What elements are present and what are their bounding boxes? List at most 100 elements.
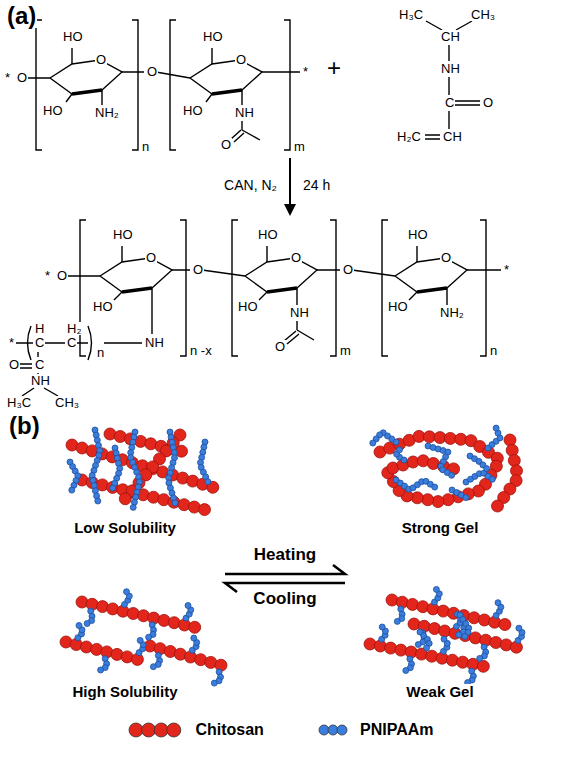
polymer-bead bbox=[458, 610, 470, 622]
atom-label: C bbox=[66, 336, 77, 349]
reaction-arrow bbox=[289, 158, 291, 212]
polymer-bead bbox=[477, 660, 489, 672]
polymer-bead bbox=[146, 634, 152, 640]
legend-text: Chitosan bbox=[195, 722, 263, 738]
polymer-bead bbox=[493, 425, 499, 431]
atom-label: C bbox=[34, 336, 45, 349]
atom-label: * bbox=[4, 71, 11, 84]
panel-letter: (b) bbox=[8, 414, 41, 438]
atom-label: HO bbox=[92, 300, 114, 313]
arrow-label: Cooling bbox=[252, 590, 317, 607]
atom-label: HO bbox=[112, 228, 134, 241]
atom-label: H₃C bbox=[398, 8, 424, 21]
polymer-bead bbox=[199, 504, 211, 516]
state-label: High Solubility bbox=[72, 684, 179, 699]
atom-label: CH₃ bbox=[470, 8, 496, 21]
atom-label: O bbox=[482, 96, 494, 109]
pyranose-ring bbox=[395, 258, 467, 292]
polymer-bead bbox=[457, 656, 469, 668]
heating-arrow bbox=[225, 565, 345, 574]
atom-label: O bbox=[440, 251, 452, 264]
bond bbox=[66, 270, 501, 276]
polymer-bead bbox=[446, 654, 458, 666]
polymer-bead bbox=[119, 493, 131, 505]
polymer-bead bbox=[484, 466, 490, 472]
atom-label: HO bbox=[62, 30, 84, 43]
polymer-bead bbox=[415, 642, 421, 648]
bond bbox=[66, 94, 212, 102]
polymer-bead bbox=[463, 495, 469, 501]
state-label: Low Solubility bbox=[73, 520, 177, 535]
condition-label: CAN, N₂ bbox=[223, 178, 278, 192]
atom-label: NH bbox=[440, 62, 461, 75]
polymer-bead bbox=[110, 485, 116, 491]
atom-label: O bbox=[146, 65, 158, 78]
polymer-bead bbox=[211, 680, 217, 686]
polymer-bead bbox=[424, 645, 430, 651]
atom-label: O bbox=[192, 263, 204, 276]
bond bbox=[284, 321, 314, 344]
atom-label: C bbox=[444, 96, 455, 109]
pyranose-ring bbox=[190, 60, 262, 94]
polymer-bead bbox=[189, 621, 201, 633]
atom-label: n bbox=[489, 344, 498, 357]
polymer-bead bbox=[462, 633, 468, 639]
polymer-bead bbox=[441, 636, 447, 642]
polymer-bead bbox=[385, 642, 397, 654]
polymer-bead bbox=[86, 477, 98, 489]
bond bbox=[425, 21, 480, 139]
polymer-bead bbox=[489, 476, 495, 482]
polymer-bead bbox=[124, 589, 130, 595]
polymer-bead bbox=[386, 594, 398, 606]
polymer-bead bbox=[379, 624, 385, 630]
bond bbox=[152, 288, 447, 334]
bond bbox=[72, 48, 212, 64]
atom-label: O bbox=[235, 53, 247, 66]
atom-label: NH bbox=[289, 306, 310, 319]
bracket bbox=[170, 20, 290, 150]
atom-label: m bbox=[293, 140, 306, 153]
polymer-illustration bbox=[60, 425, 525, 686]
plus-sign: + bbox=[326, 56, 342, 80]
polymer-bead bbox=[185, 603, 191, 609]
atom-label: O bbox=[220, 138, 232, 151]
bracket bbox=[36, 20, 138, 150]
polymer-bead bbox=[449, 472, 455, 478]
polymer-bead bbox=[492, 500, 504, 512]
polymer-bead bbox=[370, 440, 376, 446]
polymer-bead bbox=[394, 618, 400, 624]
legend-swatch bbox=[318, 720, 352, 740]
polymer-bead bbox=[504, 434, 516, 446]
atom-label: NH bbox=[30, 374, 51, 387]
polymer-bead bbox=[124, 433, 136, 445]
bracket bbox=[232, 220, 336, 356]
atom-label: HO bbox=[42, 104, 64, 117]
atom-label: O bbox=[290, 251, 302, 264]
polymer-bead bbox=[432, 484, 438, 490]
polymer-bead bbox=[130, 504, 136, 510]
polymer-bead bbox=[477, 655, 483, 661]
polymer-bead bbox=[142, 723, 156, 737]
atom-label: HO bbox=[182, 104, 204, 117]
atom-label: O bbox=[342, 263, 354, 276]
polymer-bead bbox=[150, 664, 156, 670]
bond bbox=[18, 352, 58, 396]
atom-label: HO bbox=[407, 228, 429, 241]
atom-label: H₂C bbox=[396, 130, 422, 143]
atom-label: CH₃ bbox=[54, 396, 80, 409]
arrow-head bbox=[284, 204, 296, 216]
bracket bbox=[80, 220, 186, 356]
atom-label: NH bbox=[234, 106, 255, 119]
atom-label: n -x bbox=[189, 344, 213, 357]
polymer-bead bbox=[191, 635, 197, 641]
polymer-bead bbox=[468, 612, 480, 624]
atom-label: O bbox=[95, 53, 107, 66]
atom-label: NH₂ bbox=[94, 106, 120, 119]
polymer-bead bbox=[69, 487, 75, 493]
atom-label: NH bbox=[144, 336, 165, 349]
polymer-bead bbox=[495, 600, 501, 606]
pnipaam-chains bbox=[67, 425, 525, 686]
polymer-bead bbox=[395, 644, 407, 656]
legend-swatch bbox=[128, 720, 187, 740]
